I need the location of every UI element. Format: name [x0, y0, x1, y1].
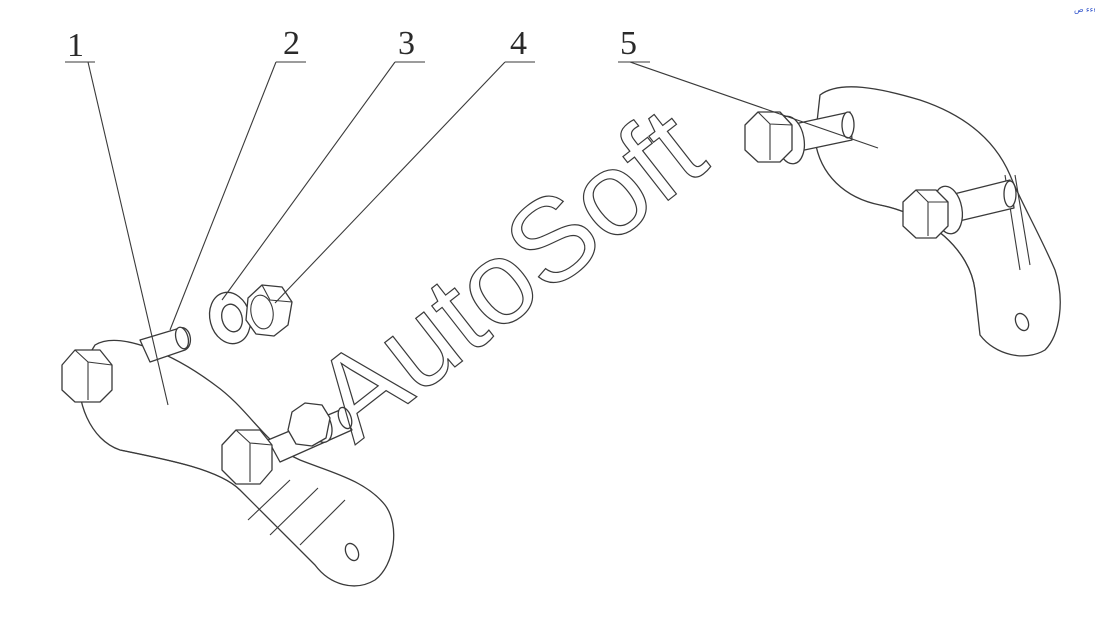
callout-5: 5 [620, 25, 637, 62]
left-bracket-assembly [61, 326, 395, 587]
corner-mark: ءءء ص [1074, 5, 1095, 14]
callout-2: 2 [283, 25, 300, 62]
right-lower-bolt [902, 179, 1017, 239]
right-upper-bolt [744, 111, 855, 165]
left-top-bolt [61, 349, 113, 403]
pin-part-2 [139, 326, 192, 363]
left-lower-bolt [221, 402, 353, 485]
left-bracket-hole [344, 542, 360, 562]
washer-part-3 [208, 291, 252, 345]
callout-4: 4 [510, 25, 527, 62]
watermark-text: AutoSoft [290, 83, 728, 466]
callout-1: 1 [67, 27, 84, 64]
right-bracket-assembly [744, 86, 1061, 357]
right-bracket-hole [1014, 312, 1030, 332]
callout-leaders [65, 61, 879, 406]
callout-3: 3 [398, 25, 415, 62]
